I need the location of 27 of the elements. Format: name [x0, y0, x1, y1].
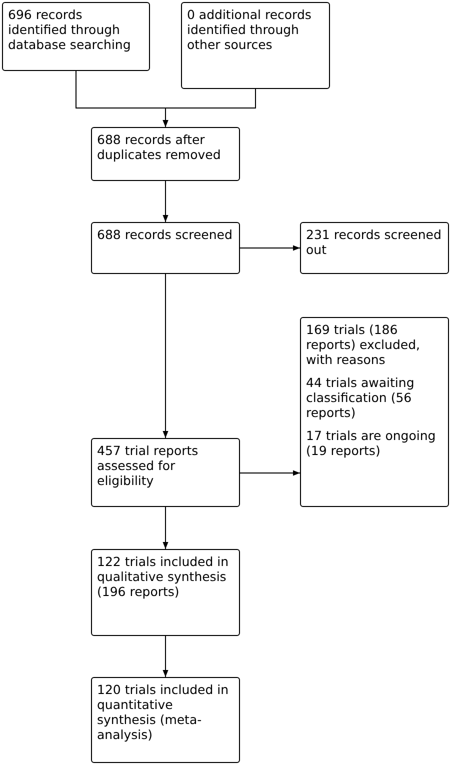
box-text: 457 trial reports assessed for eligibility [97, 443, 200, 488]
box-text: 696 records identified through database searching [8, 7, 132, 52]
box-text: 169 trials (186 reports) excluded, with reasons [306, 322, 421, 367]
box-text: 44 trials awaiting classification (56 reports) [306, 375, 416, 420]
arrow [162, 274, 168, 438]
arrow [240, 245, 300, 251]
process-box [2, 2, 150, 71]
process-box [91, 438, 240, 507]
box-text: 688 records after duplicates removed [97, 132, 222, 162]
box-text: 122 trials included in qualitative synthesis (196 reports) [97, 554, 230, 599]
arrow [162, 88, 256, 128]
process-box [300, 317, 449, 507]
box-text: 120 trials included in quantitative synthesis (meta-analysis) [97, 682, 230, 742]
process-box [91, 127, 240, 181]
process-box [181, 2, 330, 89]
box-text: 0 additional records identified through other sources [187, 7, 312, 52]
process-box [91, 677, 240, 763]
arrow [240, 470, 300, 476]
box-text: 17 trials are ongoing (19 reports) [306, 428, 437, 458]
arrow [162, 636, 168, 678]
process-box [91, 222, 240, 274]
process-box [300, 222, 449, 274]
box-text: 688 records screened [97, 227, 234, 242]
arrow [162, 506, 168, 550]
box-text: 231 records screened out [306, 227, 442, 257]
process-box [91, 549, 240, 636]
arrow [162, 180, 168, 222]
